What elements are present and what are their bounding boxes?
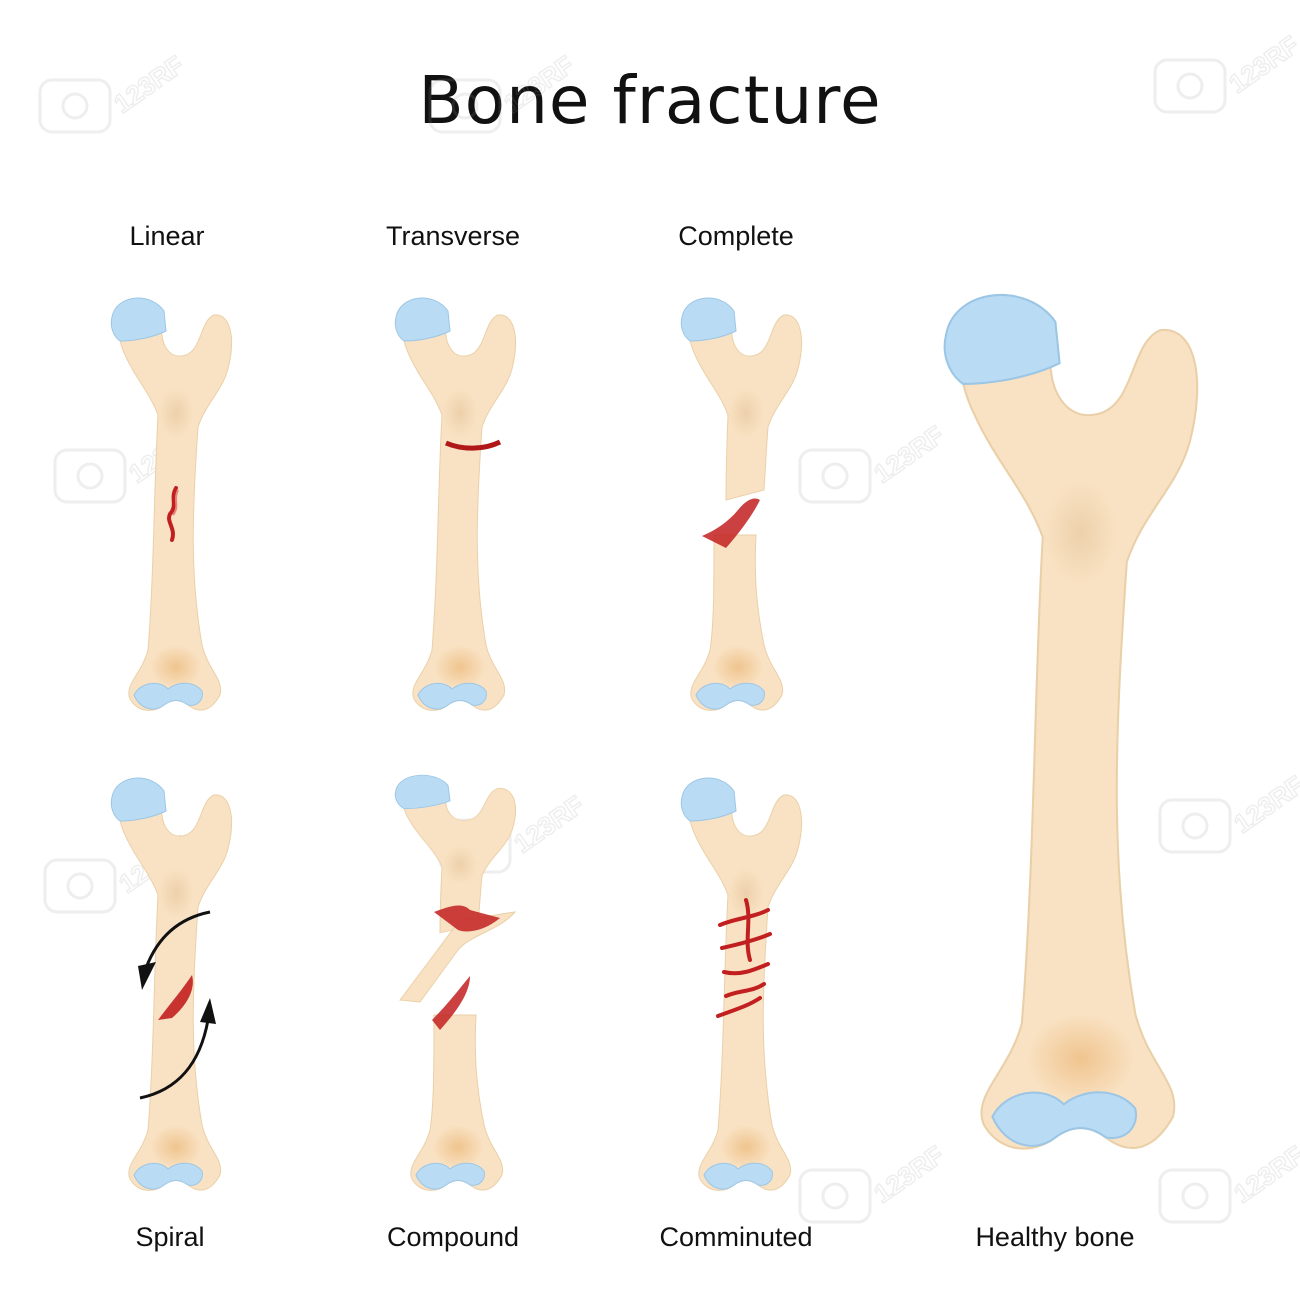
watermark-stamp xyxy=(38,48,191,134)
label-linear: Linear xyxy=(129,221,205,251)
bone-linear xyxy=(110,297,233,711)
bone-spiral xyxy=(110,777,233,1191)
fracture-complete xyxy=(702,498,760,548)
fracture-linear xyxy=(167,486,178,542)
watermark-stamp xyxy=(1153,28,1300,114)
label-complete: Complete xyxy=(678,221,794,251)
bone-compound xyxy=(394,774,517,1191)
watermark-stamp xyxy=(1158,1138,1300,1224)
watermark-stamp xyxy=(1158,768,1300,854)
arrow-head-upper-icon xyxy=(138,962,156,990)
label-healthy-bone: Healthy bone xyxy=(975,1222,1135,1252)
arrow-head-lower-icon xyxy=(200,998,216,1024)
rotation-arrow-upper xyxy=(144,910,211,969)
bone-complete xyxy=(680,297,803,711)
watermark-stamp xyxy=(798,1138,951,1224)
fracture-spiral xyxy=(158,975,193,1020)
bone-comminuted xyxy=(680,777,803,1191)
bone-healthy xyxy=(943,293,1199,1150)
bone-transverse xyxy=(394,297,517,711)
watermark-stamp xyxy=(798,418,951,504)
watermark-stamp xyxy=(428,48,581,134)
fracture-compound xyxy=(432,905,500,1030)
label-comminuted: Comminuted xyxy=(659,1222,813,1252)
fracture-comminuted xyxy=(716,898,772,1018)
fracture-transverse xyxy=(444,439,502,451)
label-compound: Compound xyxy=(386,1222,520,1252)
diagram-title: Bone fracture xyxy=(418,62,882,139)
label-spiral: Spiral xyxy=(135,1222,205,1252)
rotation-arrow-lower xyxy=(139,1019,210,1100)
label-transverse: Transverse xyxy=(385,221,521,251)
